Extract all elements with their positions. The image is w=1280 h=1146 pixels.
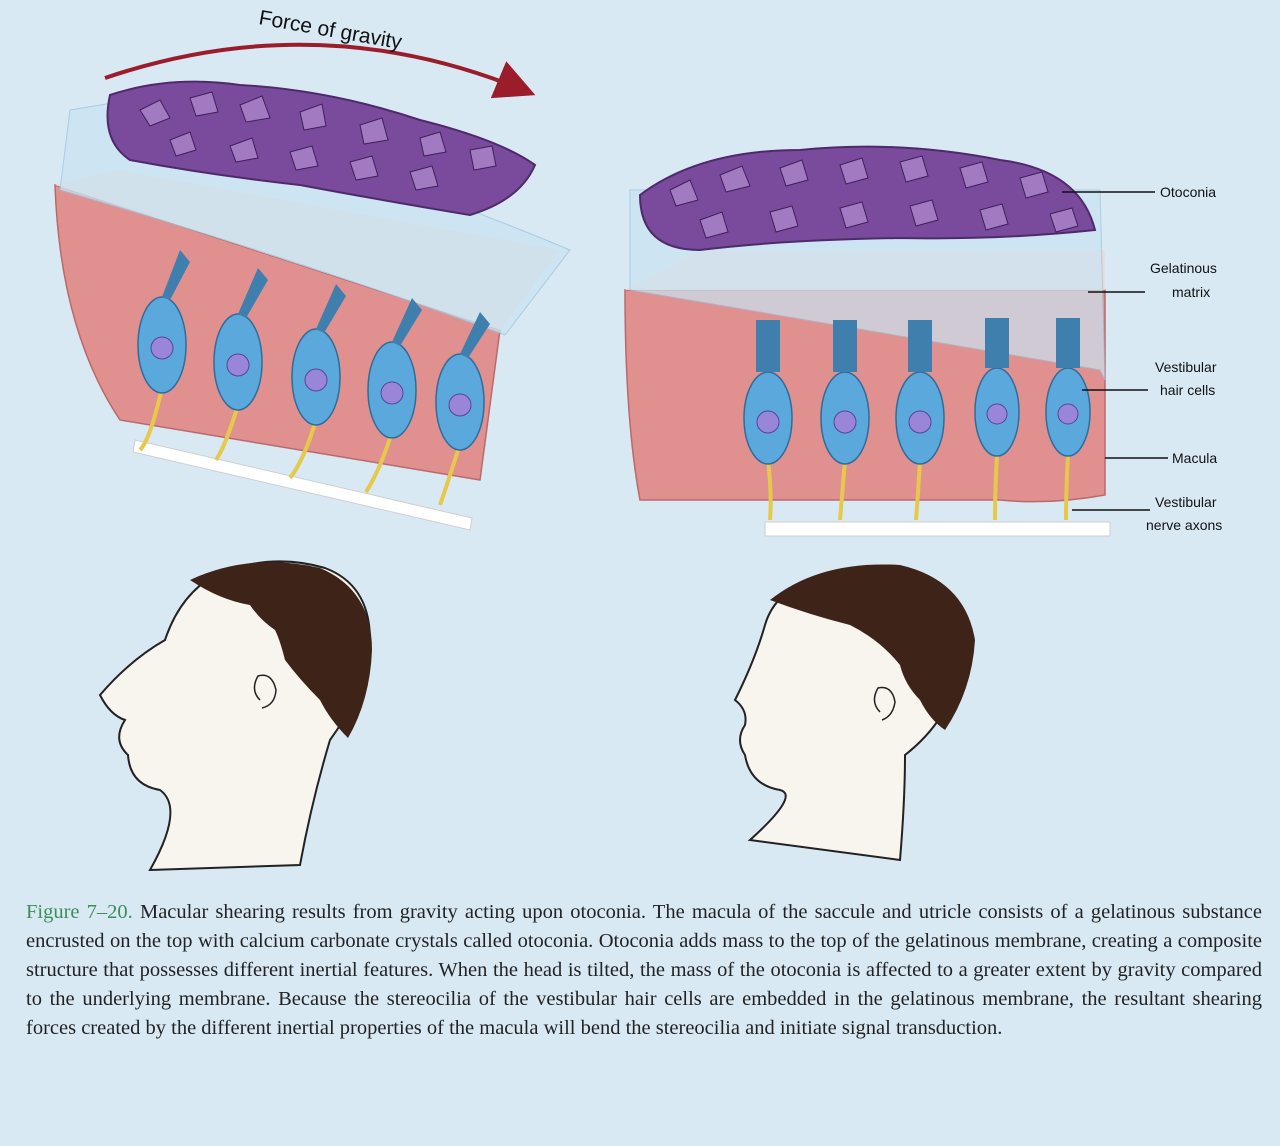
hair-cell: [137, 250, 190, 452]
label-leaders: [1062, 191, 1168, 511]
hair-cell: [213, 268, 268, 462]
label-nerve-axons-line2: nerve axons: [1146, 517, 1222, 533]
macula-upright: [624, 145, 1111, 537]
hair-cell: [364, 298, 422, 494]
hair-cell: [288, 284, 346, 480]
hair-cell: [820, 320, 870, 521]
label-gelatinous-matrix-line2: matrix: [1172, 284, 1210, 300]
head-upright-illustration: [733, 564, 975, 862]
otoconia-crystals-upright: [669, 155, 1079, 239]
hair-cell: [743, 320, 793, 521]
hair-cell: [435, 312, 490, 506]
macular-shearing-diagram: Force of gravity: [54, 6, 1222, 872]
caption-text: Macular shearing results from gravity ac…: [26, 901, 1262, 1039]
hair-cells-tilted: [137, 250, 490, 506]
figure-caption: Figure 7–20. Macular shearing results fr…: [26, 898, 1262, 1043]
hair-cell: [1045, 318, 1091, 521]
label-nerve-axons-line1: Vestibular: [1155, 494, 1217, 510]
hair-cell: [895, 320, 945, 521]
figure-label: Figure 7–20.: [26, 901, 133, 923]
label-macula: Macula: [1172, 450, 1217, 466]
label-otoconia: Otoconia: [1160, 184, 1216, 200]
label-hair-cells-line2: hair cells: [1160, 382, 1215, 398]
otoconia-crystals-tilted: [139, 91, 497, 191]
head-tilted-illustration: [98, 560, 372, 872]
label-gelatinous-matrix-line1: Gelatinous: [1150, 260, 1217, 276]
gravity-arrow: [104, 42, 536, 99]
hair-cells-upright: [743, 318, 1091, 521]
hair-cell: [974, 318, 1020, 521]
label-hair-cells-line1: Vestibular: [1155, 359, 1217, 375]
